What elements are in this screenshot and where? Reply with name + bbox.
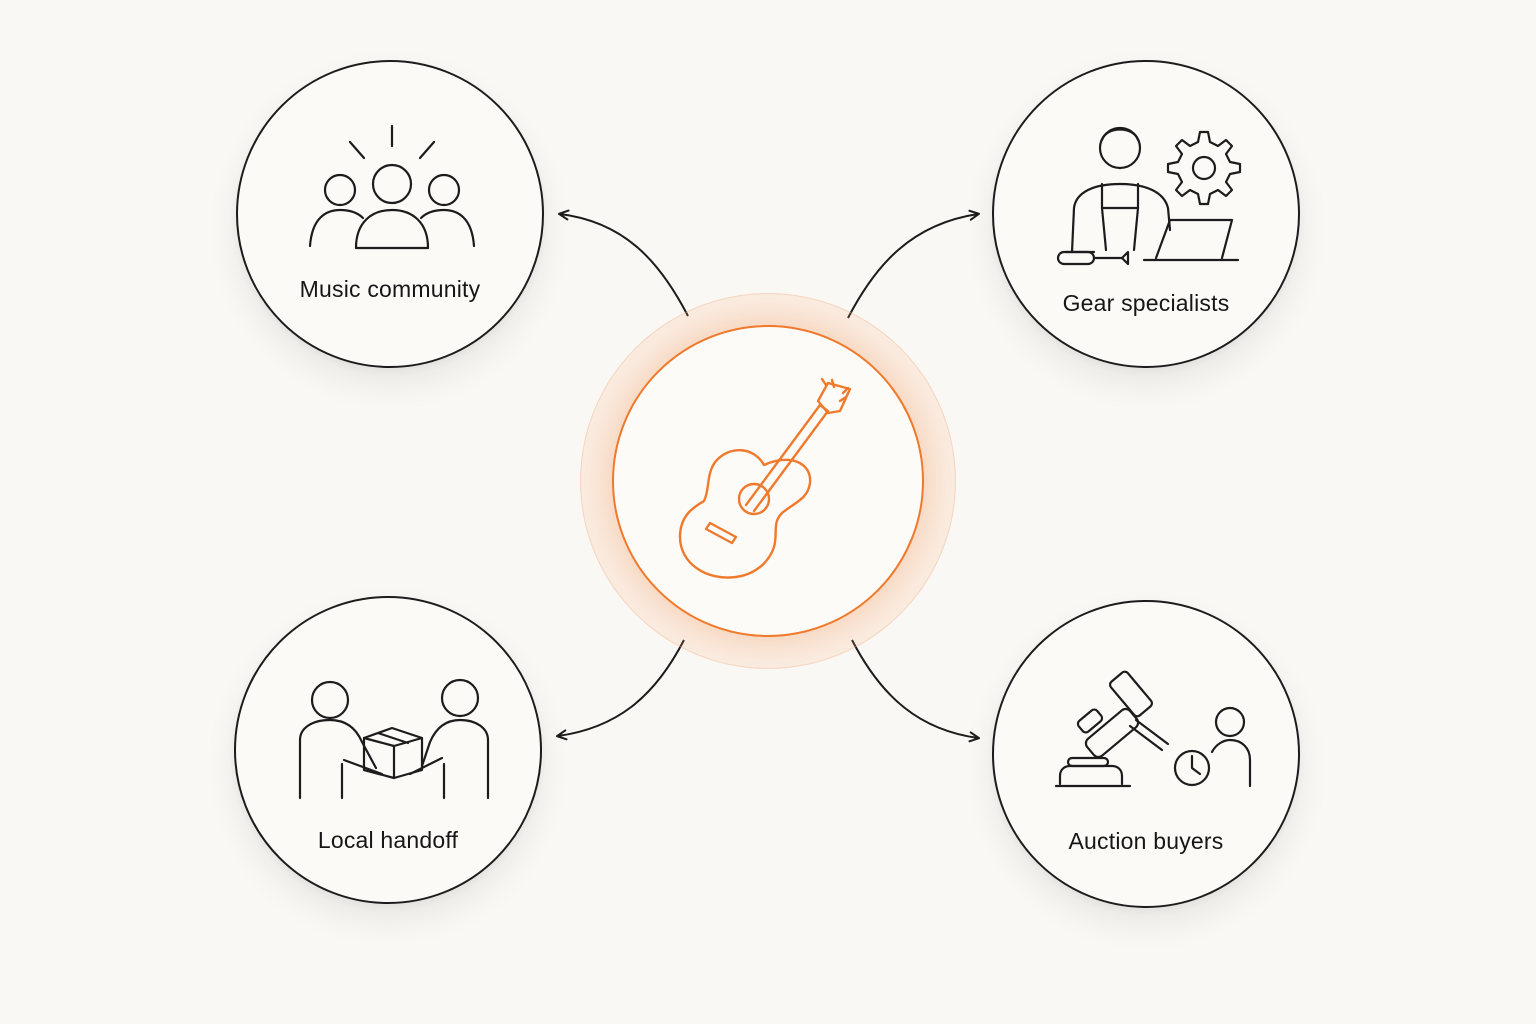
arrow-to-local-handoff <box>556 639 685 741</box>
specialist-workshop-icon <box>1056 126 1242 266</box>
center-hub <box>612 325 924 637</box>
package-handoff-icon <box>298 678 490 800</box>
arrow-to-music-community <box>558 209 689 317</box>
auction-gavel-icon <box>1054 670 1252 788</box>
node-label: Auction buyers <box>1068 828 1224 854</box>
arrow-to-auction-buyers <box>851 639 980 743</box>
gear-icon <box>1166 130 1242 206</box>
node-label: Local handoff <box>317 827 459 853</box>
guitar-icon <box>678 377 852 579</box>
clock-icon <box>1173 749 1211 787</box>
node-label: Music community <box>299 276 481 302</box>
node-gear-specialists: Gear specialists <box>992 60 1300 368</box>
community-people-icon <box>308 124 476 250</box>
node-label: Gear specialists <box>1062 290 1230 316</box>
node-local-handoff: Local handoff <box>234 596 542 904</box>
node-music-community: Music community <box>236 60 544 368</box>
arrow-to-gear-specialists <box>847 209 980 319</box>
node-auction-buyers: Auction buyers <box>992 600 1300 908</box>
